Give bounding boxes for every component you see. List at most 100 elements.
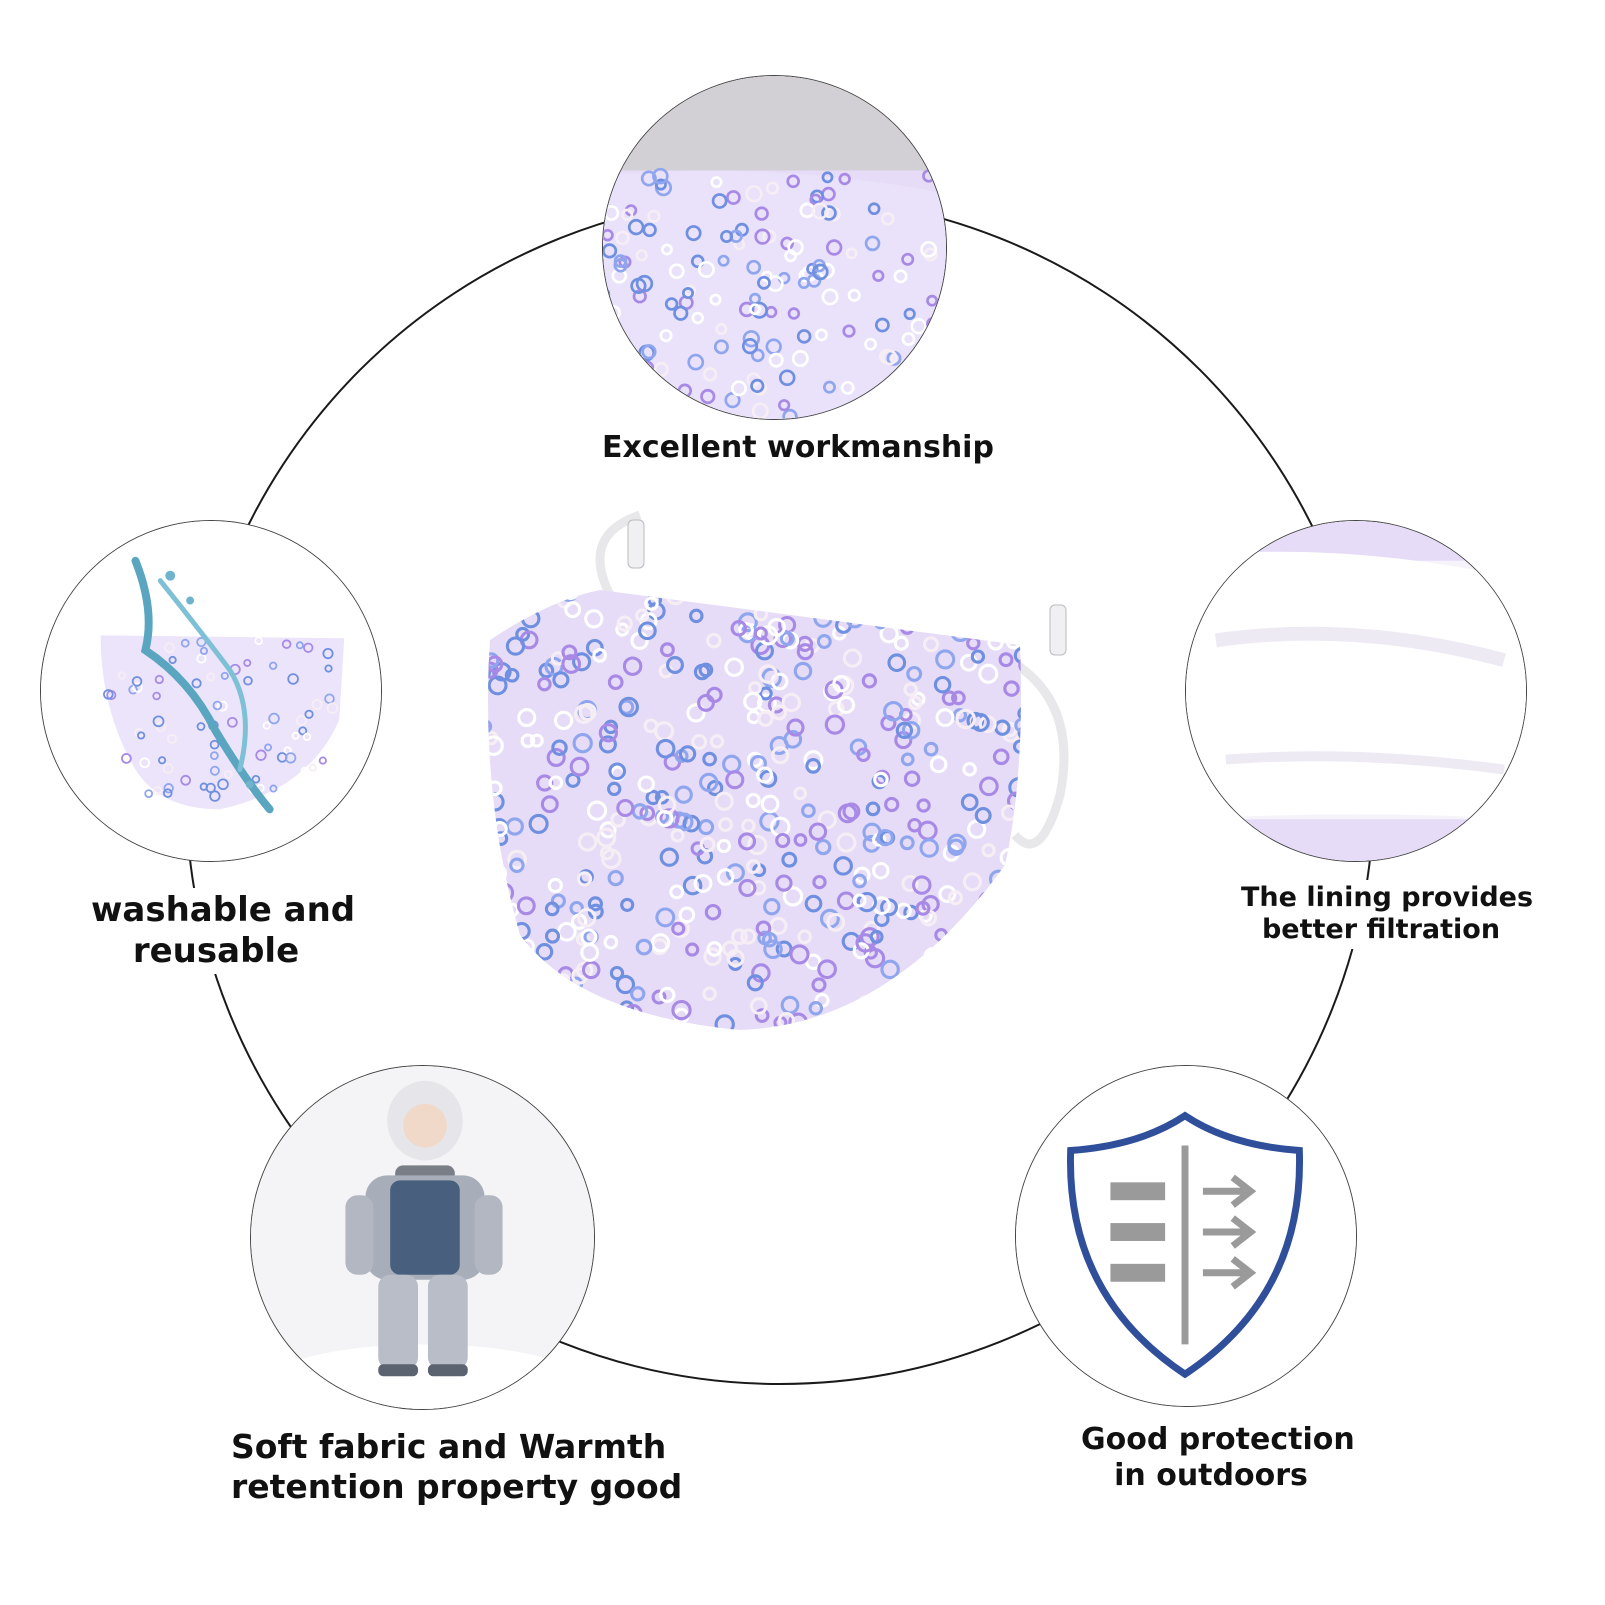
sequin — [923, 741, 939, 757]
sequin — [903, 770, 921, 787]
sequin — [576, 871, 593, 887]
sequin — [1019, 865, 1021, 883]
caption-soft-line2: retention property good — [231, 1466, 683, 1506]
sequin — [501, 1021, 515, 1030]
sequin — [998, 887, 1014, 902]
sequin — [687, 353, 705, 371]
sequin — [793, 786, 808, 801]
sequin — [941, 690, 958, 706]
sequin — [899, 590, 916, 605]
sequin — [769, 735, 789, 756]
sequin — [776, 590, 792, 604]
sequin — [180, 638, 190, 648]
sequin — [763, 898, 781, 916]
sequin — [796, 329, 812, 344]
sequin — [669, 884, 685, 900]
sequin — [943, 952, 963, 972]
sequin — [847, 1001, 862, 1017]
sequin — [611, 268, 628, 284]
sequin — [300, 766, 310, 776]
sequin — [786, 718, 805, 737]
sequin — [598, 735, 617, 754]
sequin — [868, 1002, 888, 1023]
sequin — [980, 967, 998, 986]
sequin — [922, 636, 940, 653]
sequin — [750, 348, 765, 363]
caption-soft-line1: Soft fabric and Warmth — [231, 1427, 667, 1466]
sequin — [243, 658, 252, 667]
sequin — [620, 897, 635, 912]
sequin — [561, 644, 578, 661]
sequin — [954, 940, 969, 956]
sequin — [731, 380, 748, 397]
sequin — [1024, 871, 1039, 886]
sequin — [579, 999, 599, 1019]
mask-lining-image — [1186, 521, 1526, 861]
sequin — [302, 732, 312, 742]
sequin — [308, 763, 317, 772]
sequin — [750, 378, 765, 394]
sequin — [205, 782, 216, 794]
sequin — [990, 1014, 1007, 1030]
sequin — [661, 243, 673, 256]
sequin — [963, 936, 980, 952]
sequin — [223, 770, 233, 779]
sequin — [799, 592, 817, 610]
sequin — [714, 791, 734, 811]
sequin — [755, 920, 772, 937]
sequin-pattern — [101, 636, 339, 802]
sequin — [893, 269, 908, 284]
sequin — [180, 774, 192, 786]
sequin — [155, 721, 166, 733]
sequin — [528, 813, 549, 834]
sequin — [191, 678, 202, 689]
sequin — [682, 875, 703, 896]
sequin — [577, 832, 598, 852]
sequin — [751, 402, 769, 419]
caption-washable: washable and reusable — [85, 888, 355, 974]
sequin — [903, 307, 916, 321]
sequin — [216, 700, 228, 712]
sequin — [162, 762, 174, 774]
caption-protection-line2: in outdoors — [1114, 1458, 1308, 1493]
sequin — [693, 873, 713, 893]
sequin — [919, 838, 939, 858]
sequin — [504, 596, 522, 615]
sequin — [255, 749, 267, 761]
sequin — [635, 608, 650, 623]
sequin — [284, 752, 297, 764]
sequin — [572, 733, 593, 754]
sequin — [872, 269, 885, 282]
sequin — [488, 985, 507, 1006]
sequin — [529, 733, 544, 748]
sequin — [780, 236, 794, 251]
sequin — [586, 800, 608, 821]
sequin — [632, 289, 647, 304]
sequin — [295, 715, 307, 727]
sequin — [158, 756, 167, 765]
sequin — [488, 975, 494, 994]
sequin — [1026, 896, 1041, 911]
sequin — [998, 652, 1014, 668]
sequin — [561, 654, 582, 674]
sequin — [761, 667, 782, 689]
sequin — [576, 907, 597, 928]
sequin — [992, 748, 1010, 766]
sequin — [121, 753, 132, 764]
sequin — [962, 762, 977, 777]
sequin — [607, 781, 622, 797]
sequin — [488, 610, 498, 625]
sequin — [742, 590, 758, 597]
sequin — [778, 369, 796, 387]
sequin — [962, 872, 982, 892]
caption-lining-line1: The lining provides — [1241, 882, 1534, 913]
sequin — [683, 284, 697, 298]
sequin — [698, 819, 715, 836]
sequin — [857, 994, 874, 1012]
sequin — [699, 836, 716, 853]
sequin — [901, 720, 921, 740]
soft-fabric-photo — [250, 1065, 595, 1410]
sequin — [627, 218, 645, 236]
sequin — [1016, 962, 1021, 977]
sequin — [837, 695, 856, 714]
